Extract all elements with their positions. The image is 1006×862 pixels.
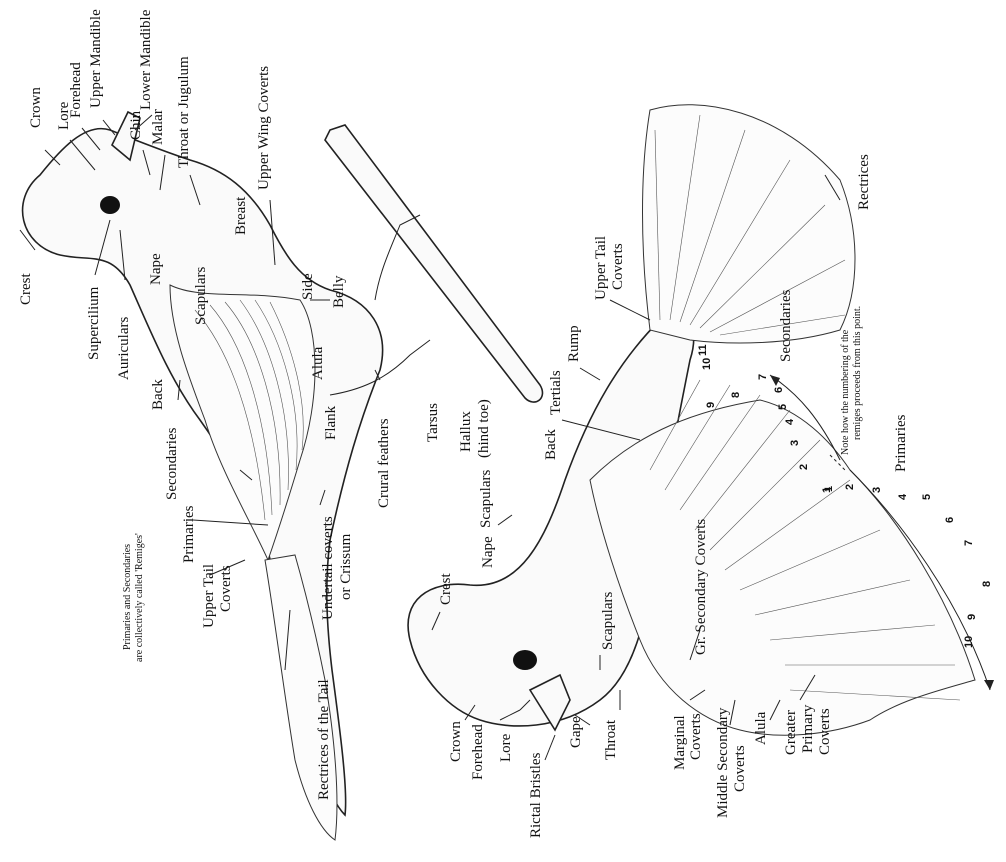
label-supercilium: Supercilium <box>86 286 102 360</box>
label-lower-greater-primary-coverts-2: Primary <box>800 704 816 753</box>
primary-number-10: 10 <box>963 636 975 648</box>
label-back: Back <box>150 379 166 410</box>
secondary-number-7: 7 <box>757 374 769 380</box>
label-primaries: Primaries <box>181 505 197 563</box>
label-or-crissum: or Crissum <box>338 533 354 600</box>
secondary-number-9: 9 <box>705 402 717 408</box>
label-lower-rump: Rump <box>566 325 582 362</box>
primary-number-3: 3 <box>871 487 883 493</box>
spread-bird-tail <box>643 105 856 343</box>
label-lower-middle-secondary-coverts-1: Middle Secondary <box>715 707 731 818</box>
label-lower-forehead: Forehead <box>470 724 486 780</box>
label-auriculars: Auriculars <box>116 317 132 380</box>
label-lower-greater-primary-coverts-1: Greater <box>783 710 799 755</box>
label-crest: Crest <box>18 273 34 305</box>
label-scapulars: Scapulars <box>193 267 209 325</box>
secondary-number-5: 5 <box>777 404 789 410</box>
secondary-number-3: 3 <box>789 440 801 446</box>
primary-number-2: 2 <box>844 484 856 490</box>
label-throat-or-jugulum: Throat or Jugulum <box>176 56 192 168</box>
spread-bird-wing <box>590 400 975 735</box>
label-lower-greater-primary-coverts-3: Coverts <box>817 708 833 755</box>
label-lower-secondaries: Secondaries <box>778 289 794 362</box>
label-lower-crown: Crown <box>448 721 464 762</box>
label-lower-mandible: Lower Mandible <box>138 9 154 110</box>
perched-bird-eye <box>100 196 120 214</box>
label-lower-alula: Alula <box>753 711 769 745</box>
primary-number-8: 8 <box>981 581 993 587</box>
label-malar: Malar <box>150 109 166 145</box>
primary-number-6: 6 <box>944 517 956 523</box>
primary-number-1: 1 <box>821 487 833 493</box>
label-lower-rectrices: Rectrices <box>856 154 872 210</box>
label-lower-lore: Lore <box>498 733 514 762</box>
secondary-number-2: 2 <box>798 464 810 470</box>
label-lower-gr-secondary-coverts: Gr. Secondary Coverts <box>693 519 709 655</box>
label-crown: Crown <box>28 87 44 128</box>
label-lower-marginal-coverts-1: Marginal <box>672 715 688 770</box>
label-lower-back: Back <box>543 429 559 460</box>
label-remiges-note-2: are collectively called 'Remiges' <box>134 533 145 662</box>
label-lower-middle-secondary-coverts-2: Coverts <box>732 745 748 792</box>
primary-number-7: 7 <box>963 540 975 546</box>
label-lower-crest: Crest <box>438 573 454 605</box>
secondaries-arrowhead <box>770 375 780 386</box>
label-nape: Nape <box>148 253 164 285</box>
label-lower-throat: Throat <box>603 719 619 760</box>
label-lower-upper-tail-coverts-1: Upper Tail <box>593 236 609 300</box>
label-flank: Flank <box>323 405 339 440</box>
label-secondaries: Secondaries <box>164 427 180 500</box>
label-chin: Chin <box>128 110 144 140</box>
primary-number-4: 4 <box>897 493 909 500</box>
label-side: Side <box>300 273 316 300</box>
label-lower-rictal-bristles: Rictal Bristles <box>528 752 544 838</box>
label-lower-primaries: Primaries <box>893 414 909 472</box>
primary-number-5: 5 <box>921 494 933 500</box>
label-tarsus: Tarsus <box>425 403 441 442</box>
label-undertail-coverts: Undertail coverts <box>320 516 336 620</box>
label-forehead: Forehead <box>68 62 84 118</box>
label-lower-upper-tail-coverts-2: Coverts <box>610 243 626 290</box>
secondary-number-10: 10 <box>701 358 713 370</box>
label-lower-numbering-note-1: Note how the numbering of the <box>840 329 851 455</box>
label-belly: Belly <box>331 275 347 308</box>
label-lower-nape: Nape <box>480 536 496 568</box>
label-upper-tail-coverts-2: Coverts <box>218 565 234 612</box>
label-upper-wing-coverts: Upper Wing Coverts <box>256 66 272 190</box>
secondary-number-4: 4 <box>784 418 796 425</box>
primary-number-9: 9 <box>966 614 978 620</box>
label-lower-tertials: Tertials <box>548 370 564 415</box>
label-lower-numbering-note-2: remiges proceeds from this point. <box>852 306 863 440</box>
perched-bird-drawing <box>23 112 543 840</box>
label-lower-marginal-coverts-2: Coverts <box>688 713 704 760</box>
label-crural-feathers: Crural feathers <box>376 418 392 508</box>
label-lower-gape: Gape <box>568 716 584 748</box>
secondary-number-11: 11 <box>697 344 709 356</box>
spread-bird-eye <box>513 650 537 670</box>
label-hallux: Hallux <box>458 411 474 452</box>
secondary-number-8: 8 <box>730 392 742 398</box>
label-lower-scapulars-upper: Scapulars <box>478 470 494 528</box>
secondary-number-6: 6 <box>773 387 785 393</box>
label-remiges-note-1: Primaries and Secondaries <box>122 544 133 650</box>
label-rectrices-of-the-tail: Rectrices of the Tail <box>316 679 332 800</box>
label-lower-scapulars-lower: Scapulars <box>600 592 616 650</box>
label-alula: Alula <box>310 346 326 380</box>
label-breast: Breast <box>233 196 249 235</box>
label-hind-toe: (hind toe) <box>476 399 492 458</box>
label-upper-mandible: Upper Mandible <box>88 9 104 108</box>
